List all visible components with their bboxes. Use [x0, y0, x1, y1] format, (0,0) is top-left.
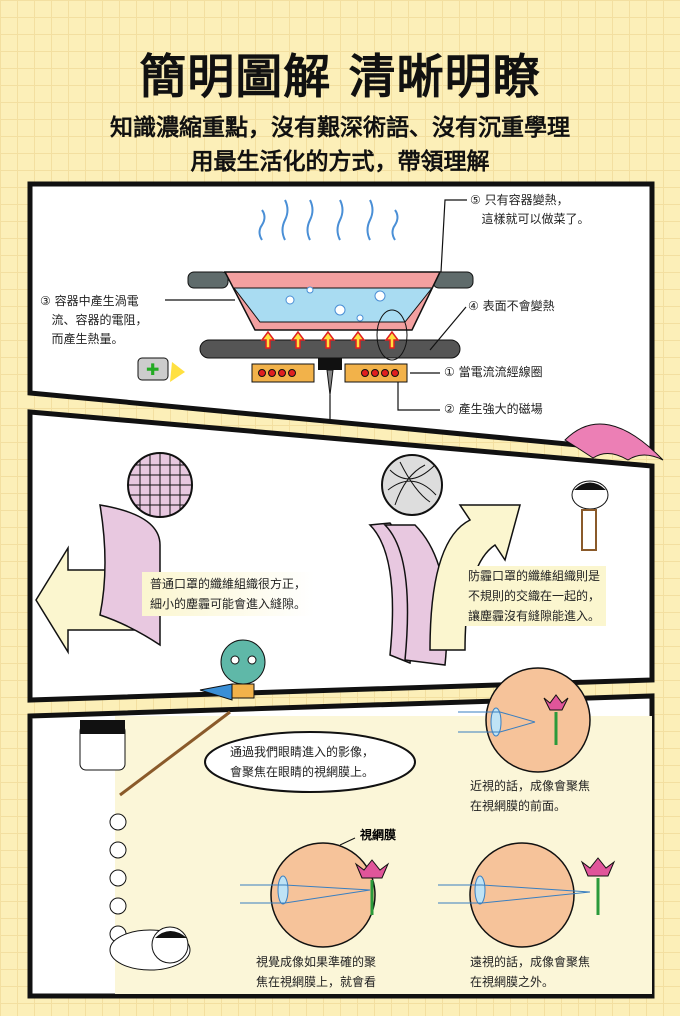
germ-monster-icon: [199, 639, 266, 701]
cat-character-icon: [109, 926, 191, 971]
doctor-character-icon: ✚: [137, 357, 185, 382]
myopia-eye-icon: [458, 667, 591, 773]
teacher-character-icon: [79, 710, 231, 797]
normal-mask-caption: 普通口罩的纖維組織很方正， 細小的塵霾可能會進入縫隙。: [142, 572, 315, 616]
hyperopia-eye-icon: [438, 842, 616, 948]
step5-label: ⑤ 只有容器變熱， 這樣就可以做菜了。: [470, 193, 590, 226]
svg-text:✚: ✚: [146, 360, 159, 379]
retina-label: 視網膜: [360, 828, 397, 842]
myopia-caption: 近視的話，成像會聚焦 在視網膜的前面。: [470, 779, 591, 813]
pot-icon: [187, 271, 474, 331]
speech-bubble: [204, 731, 416, 793]
speech-bubble-text: 通過我們眼睛進入的影像， 會聚焦在眼睛的視網膜上。: [230, 745, 375, 779]
subtitle-line-1: 知識濃縮重點，沒有艱深術語、沒有沉重學理: [110, 115, 570, 141]
hyperopia-caption: 遠視的話，成像會聚焦 在視網膜之外。: [470, 955, 591, 989]
irregular-weave-icon: [381, 454, 443, 516]
step4-label: ④ 表面不會變熱: [468, 299, 555, 313]
normal-eye-icon: [240, 837, 390, 948]
steam-icon: [258, 199, 399, 241]
step3-label: ③ 容器中產生渦電 流、容器的電阻， 而產生熱量。: [40, 294, 148, 346]
subtitle-line-2: 用最生活化的方式，帶領理解: [190, 149, 490, 175]
heat-arrows-icon: [260, 330, 400, 349]
step1-label: ① 當電流流經線圈: [444, 365, 543, 379]
normal-vision-caption: 視覺成像如果準確的聚 焦在視網膜上，就會看: [256, 955, 377, 989]
smog-mask-caption: 防霾口罩的纖維組織則是 不規則的交織在一起的， 讓塵霾沒有縫隙能進入。: [462, 566, 607, 626]
page-title: 簡明圖解 清晰明瞭: [139, 50, 541, 105]
coil-icon: [251, 358, 408, 396]
step2-label: ② 產生強大的磁場: [444, 402, 543, 416]
notebook-rings-icon: [109, 813, 127, 943]
cat-character-icon: [571, 480, 609, 551]
parachute-icon: [564, 423, 664, 461]
